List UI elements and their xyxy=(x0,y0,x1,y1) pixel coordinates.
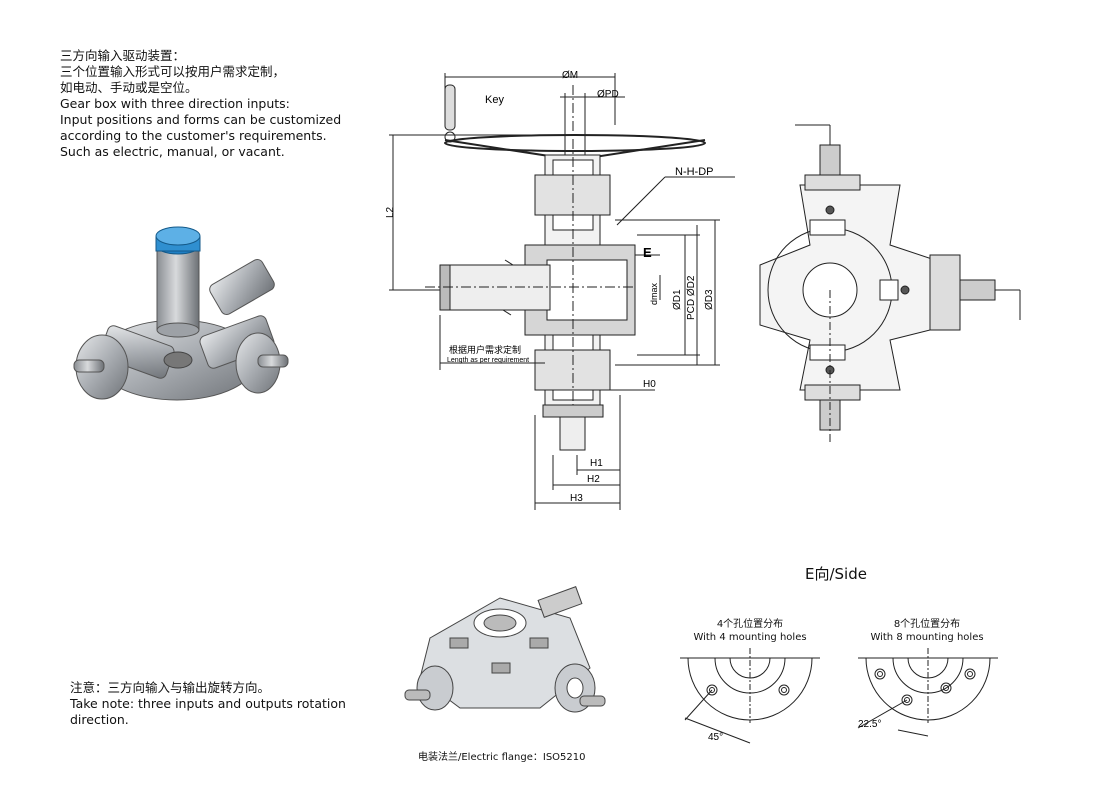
note-cn: 注意：三方向输入与输出旋转方向。 xyxy=(70,680,271,695)
intro-cn-line1: 三个位置输入形式可以按用户需求定制， xyxy=(60,64,286,79)
angle-22-label: 22.5° xyxy=(858,719,881,730)
rotation-note: 注意：三方向输入与输出旋转方向。 Take note: three inputs… xyxy=(70,680,346,728)
four-holes-en: With 4 mounting holes xyxy=(693,632,807,643)
custom-length-en: Length as per requirement xyxy=(447,357,529,364)
intro-cn-title: 三方向输入驱动装置： xyxy=(60,48,186,63)
dim-m-label: ØM xyxy=(562,70,578,81)
side-view-title: E向/Side xyxy=(805,565,867,583)
four-holes-label: 4个孔位置分布 With 4 mounting holes xyxy=(685,618,815,644)
flange-caption: 电装法兰/Electric flange：ISO5210 xyxy=(418,752,586,763)
eight-holes-cn: 8个孔位置分布 xyxy=(893,619,961,630)
nhdp-label: N-H-DP xyxy=(675,166,714,178)
e-label: E xyxy=(643,245,652,260)
pcd-d2-label: PCD ØD2 xyxy=(686,275,697,320)
h1-label: H1 xyxy=(590,458,603,469)
intro-en-line3: Such as electric, manual, or vacant. xyxy=(60,144,285,159)
d3-label: ØD3 xyxy=(704,289,715,310)
note-en1: Take note: three inputs and outputs rota… xyxy=(70,696,346,711)
h3-label: H3 xyxy=(570,493,583,504)
sectional-drawing: ØM ØPD Key N-H-DP L2 E dmax ØD1 PCD ØD2 … xyxy=(385,70,735,510)
four-holes-cn: 4个孔位置分布 xyxy=(716,619,784,630)
eight-holes-label: 8个孔位置分布 With 8 mounting holes xyxy=(862,618,992,644)
h2-label: H2 xyxy=(587,474,600,485)
housing-3d-render xyxy=(404,586,606,713)
intro-en-line2: according to the customer's requirements… xyxy=(60,128,327,143)
custom-length-cn: 根据用户需求定制 xyxy=(449,344,521,355)
intro-en-line1: Input positions and forms can be customi… xyxy=(60,112,342,127)
four-hole-flange-drawing: 45° xyxy=(680,648,820,744)
h0-label: H0 xyxy=(643,379,656,390)
intro-en-title: Gear box with three direction inputs: xyxy=(60,96,290,111)
eight-hole-flange-drawing: 22.5° xyxy=(857,648,998,737)
gearbox-3d-render xyxy=(73,226,289,401)
intro-cn-line2: 如电动、手动或是空位。 xyxy=(60,80,198,95)
dim-pd-label: ØPD xyxy=(597,89,619,100)
dmax-label: dmax xyxy=(649,282,659,305)
angle-45-label: 45° xyxy=(708,732,723,743)
d1-label: ØD1 xyxy=(672,289,683,310)
side-view-drawing xyxy=(759,124,1021,445)
note-en2: direction. xyxy=(70,712,129,727)
key-label: Key xyxy=(485,94,504,106)
l2-label: L2 xyxy=(385,206,396,218)
intro-text: 三方向输入驱动装置： 三个位置输入形式可以按用户需求定制， 如电动、手动或是空位… xyxy=(60,48,341,160)
eight-holes-en: With 8 mounting holes xyxy=(870,632,984,643)
